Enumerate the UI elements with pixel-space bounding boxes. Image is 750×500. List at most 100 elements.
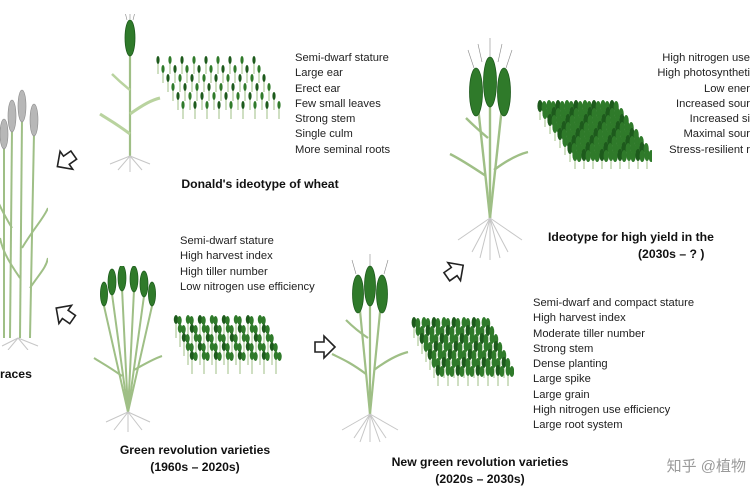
new-green-revolution-trait: Large spike bbox=[533, 373, 591, 386]
arrow-to-new-green-revolution-icon bbox=[312, 334, 338, 360]
high-yield-caption-title: Ideotype for high yield in the bbox=[548, 230, 714, 244]
field-plant bbox=[241, 101, 245, 119]
field-plant bbox=[195, 83, 199, 101]
field-plant bbox=[205, 333, 214, 356]
field-plant bbox=[217, 101, 221, 119]
high-yield-trait-list: High nitrogen use High photosyntheti Low… bbox=[657, 51, 750, 158]
field-plant bbox=[233, 65, 237, 83]
new-green-revolution-trait: Large root system bbox=[533, 419, 623, 432]
field-plant bbox=[173, 65, 177, 83]
field-plant bbox=[599, 149, 609, 169]
new-green-revolution-trait-list: Semi-dwarf and compact stature High harv… bbox=[533, 296, 694, 434]
green-revolution-trait: High harvest index bbox=[180, 250, 273, 263]
field-plant bbox=[233, 342, 242, 365]
field-plant bbox=[161, 65, 165, 83]
field-plant bbox=[201, 351, 210, 374]
field-plant bbox=[212, 92, 216, 110]
field-plant bbox=[262, 74, 266, 92]
field-plant bbox=[277, 101, 281, 119]
field-plant bbox=[608, 149, 618, 169]
new-green-revolution-field bbox=[408, 304, 514, 398]
field-plant bbox=[168, 56, 172, 74]
field-plant bbox=[185, 315, 194, 338]
arrow-to-high-yield-icon bbox=[442, 258, 468, 284]
field-plant bbox=[221, 65, 225, 83]
high-yield-caption-period: (2030s – ? ) bbox=[638, 247, 705, 261]
new-green-revolution-caption-title: New green revolution varieties bbox=[391, 455, 569, 469]
field-plant bbox=[173, 315, 182, 338]
field-plant bbox=[225, 324, 234, 347]
field-plant bbox=[250, 74, 254, 92]
new-green-revolution-plant bbox=[330, 254, 410, 444]
field-plant bbox=[209, 342, 218, 365]
field-plant bbox=[243, 83, 247, 101]
field-plant bbox=[176, 92, 180, 110]
field-plant bbox=[257, 342, 266, 365]
field-plant bbox=[261, 351, 270, 374]
new-green-revolution-caption-period: (2020s – 2030s) bbox=[435, 472, 525, 486]
field-plant bbox=[435, 365, 445, 386]
field-plant bbox=[231, 83, 235, 101]
field-plant bbox=[572, 149, 582, 169]
field-plant bbox=[205, 101, 209, 119]
field-plant bbox=[178, 74, 182, 92]
field-plant bbox=[207, 83, 211, 101]
green-revolution-plant bbox=[92, 266, 164, 434]
high-yield-caption: Ideotype for high yield in the (2030s – … bbox=[548, 229, 750, 263]
field-plant bbox=[236, 92, 240, 110]
field-plant bbox=[255, 83, 259, 101]
field-plant bbox=[197, 342, 206, 365]
field-plant bbox=[581, 149, 591, 169]
donald-trait: Few small leaves bbox=[295, 97, 381, 110]
field-plant bbox=[221, 342, 230, 365]
field-plant bbox=[197, 315, 206, 338]
high-yield-trait: Increased sour bbox=[675, 97, 750, 110]
green-revolution-trait: High tiller number bbox=[180, 265, 268, 278]
donald-plant bbox=[96, 14, 166, 172]
high-yield-trait: Stress-resilient r bbox=[669, 143, 750, 156]
field-plant bbox=[269, 342, 278, 365]
high-yield-trait: High nitrogen use bbox=[662, 52, 750, 64]
field-plant bbox=[228, 56, 232, 74]
high-yield-trait: Increased si bbox=[689, 113, 750, 126]
donald-trait: Strong stem bbox=[295, 113, 356, 126]
field-plant bbox=[185, 342, 194, 365]
new-green-revolution-trait: Strong stem bbox=[533, 342, 594, 355]
field-plant bbox=[265, 101, 269, 119]
new-green-revolution-caption: New green revolution varieties (2020s – … bbox=[365, 454, 595, 488]
field-plant bbox=[261, 324, 270, 347]
field-plant bbox=[229, 101, 233, 119]
donald-trait: Large ear bbox=[295, 67, 343, 80]
field-plant bbox=[156, 56, 160, 74]
green-revolution-caption-title: Green revolution varieties bbox=[119, 443, 271, 457]
field-plant bbox=[166, 74, 170, 92]
field-plant bbox=[445, 365, 455, 386]
arrow-to-donald-icon bbox=[52, 147, 78, 173]
high-yield-trait: High photosyntheti bbox=[657, 67, 750, 80]
field-plant bbox=[213, 351, 222, 374]
new-green-revolution-trait: Semi-dwarf and compact stature bbox=[533, 297, 695, 309]
field-plant bbox=[237, 324, 246, 347]
green-revolution-trait-list: Semi-dwarf stature High harvest index Hi… bbox=[180, 234, 315, 295]
field-plant bbox=[216, 56, 220, 74]
field-plant bbox=[260, 92, 264, 110]
green-revolution-caption: Green revolution varieties (1960s – 2020… bbox=[90, 442, 300, 476]
landrace-plant bbox=[0, 88, 48, 350]
field-plant bbox=[180, 56, 184, 74]
field-plant bbox=[181, 333, 190, 356]
field-plant bbox=[202, 74, 206, 92]
green-revolution-caption-period: (1960s – 2020s) bbox=[150, 460, 240, 474]
green-revolution-trait: Low nitrogen use efficiency bbox=[180, 280, 315, 293]
field-plant bbox=[245, 342, 254, 365]
high-yield-field bbox=[536, 84, 652, 188]
field-plant bbox=[192, 56, 196, 74]
field-plant bbox=[455, 365, 465, 386]
field-plant bbox=[272, 92, 276, 110]
field-plant bbox=[635, 149, 645, 169]
field-plant bbox=[590, 149, 600, 169]
new-green-revolution-trait: Moderate tiller number bbox=[533, 327, 645, 340]
field-plant bbox=[237, 351, 246, 374]
green-revolution-field bbox=[170, 306, 286, 376]
field-plant bbox=[224, 92, 228, 110]
field-plant bbox=[253, 333, 262, 356]
